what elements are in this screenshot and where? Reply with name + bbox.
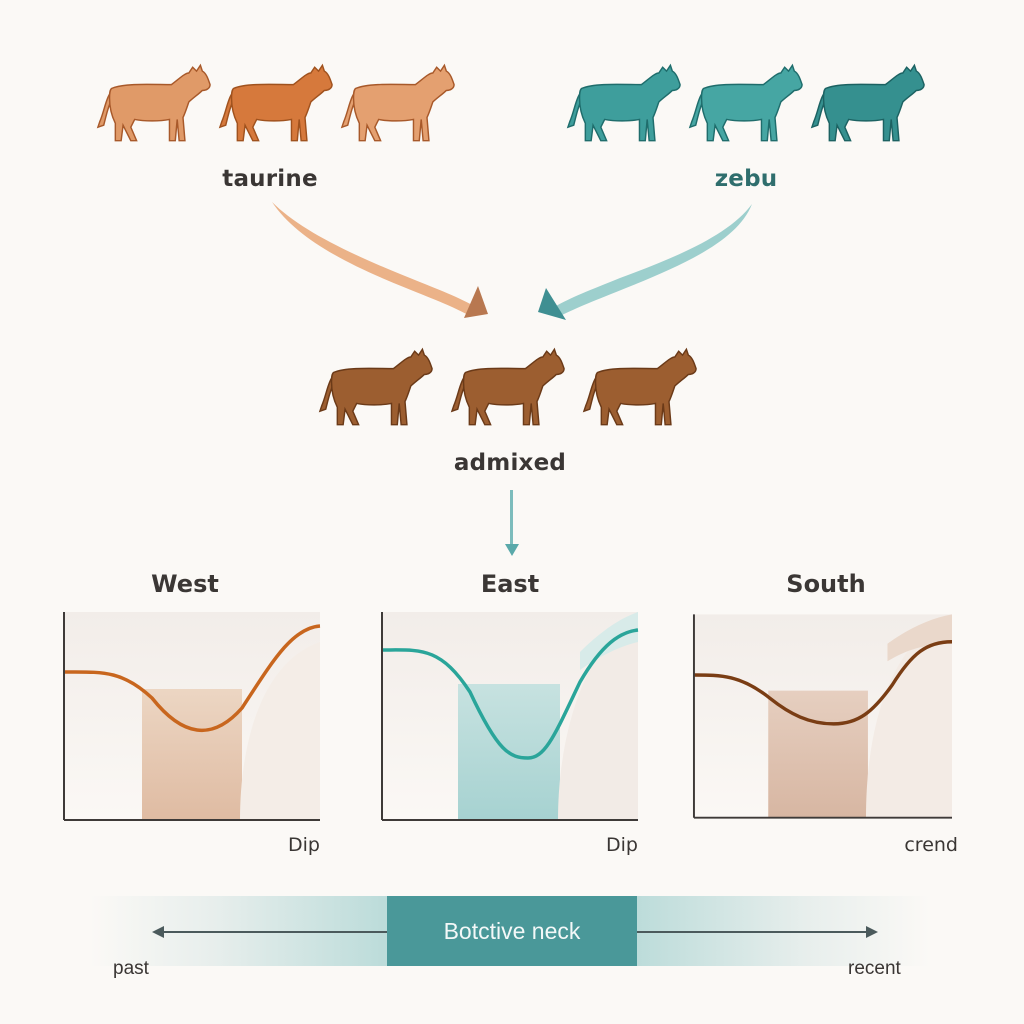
chart-west: [62, 612, 322, 824]
taurine-cow-icon: [96, 58, 212, 148]
panel-title-east: East: [480, 570, 540, 598]
timeline-recent-label: recent: [848, 958, 901, 979]
zebu-arrow-icon: [538, 204, 752, 320]
arrow-right-icon: [866, 926, 878, 938]
zebu-cow-icon: [566, 58, 682, 148]
admixed-cow-icon: [582, 342, 698, 432]
zebu-herd: [566, 58, 926, 148]
panel-title-south: South: [786, 570, 866, 598]
xlabel-south: crend: [904, 834, 958, 856]
chart-east: [380, 612, 640, 824]
down-arrow-icon: [505, 490, 519, 556]
taurine-arrow-icon: [272, 202, 488, 318]
panel-title-west: West: [151, 570, 219, 598]
bottleneck-label: Botctive neck: [443, 917, 581, 944]
xlabel-west: Dip: [288, 834, 320, 856]
zebu-label: zebu: [714, 166, 778, 192]
taurine-cow-icon: [340, 58, 456, 148]
convergence-arrows: [272, 202, 752, 320]
xlabel-east: Dip: [606, 834, 638, 856]
taurine-label: taurine: [222, 166, 318, 192]
timeline-past-label: past: [113, 958, 149, 979]
chart-south: [692, 612, 952, 824]
taurine-herd: [96, 58, 456, 148]
admixed-cow-icon: [450, 342, 566, 432]
zebu-cow-icon: [688, 58, 804, 148]
admixed-herd: [318, 342, 698, 432]
admixed-cow-icon: [318, 342, 434, 432]
zebu-cow-icon: [810, 58, 926, 148]
bottleneck-box: Botctive neck: [387, 896, 637, 966]
arrow-left-icon: [152, 926, 164, 938]
taurine-cow-icon: [218, 58, 334, 148]
admixed-label: admixed: [453, 450, 567, 476]
